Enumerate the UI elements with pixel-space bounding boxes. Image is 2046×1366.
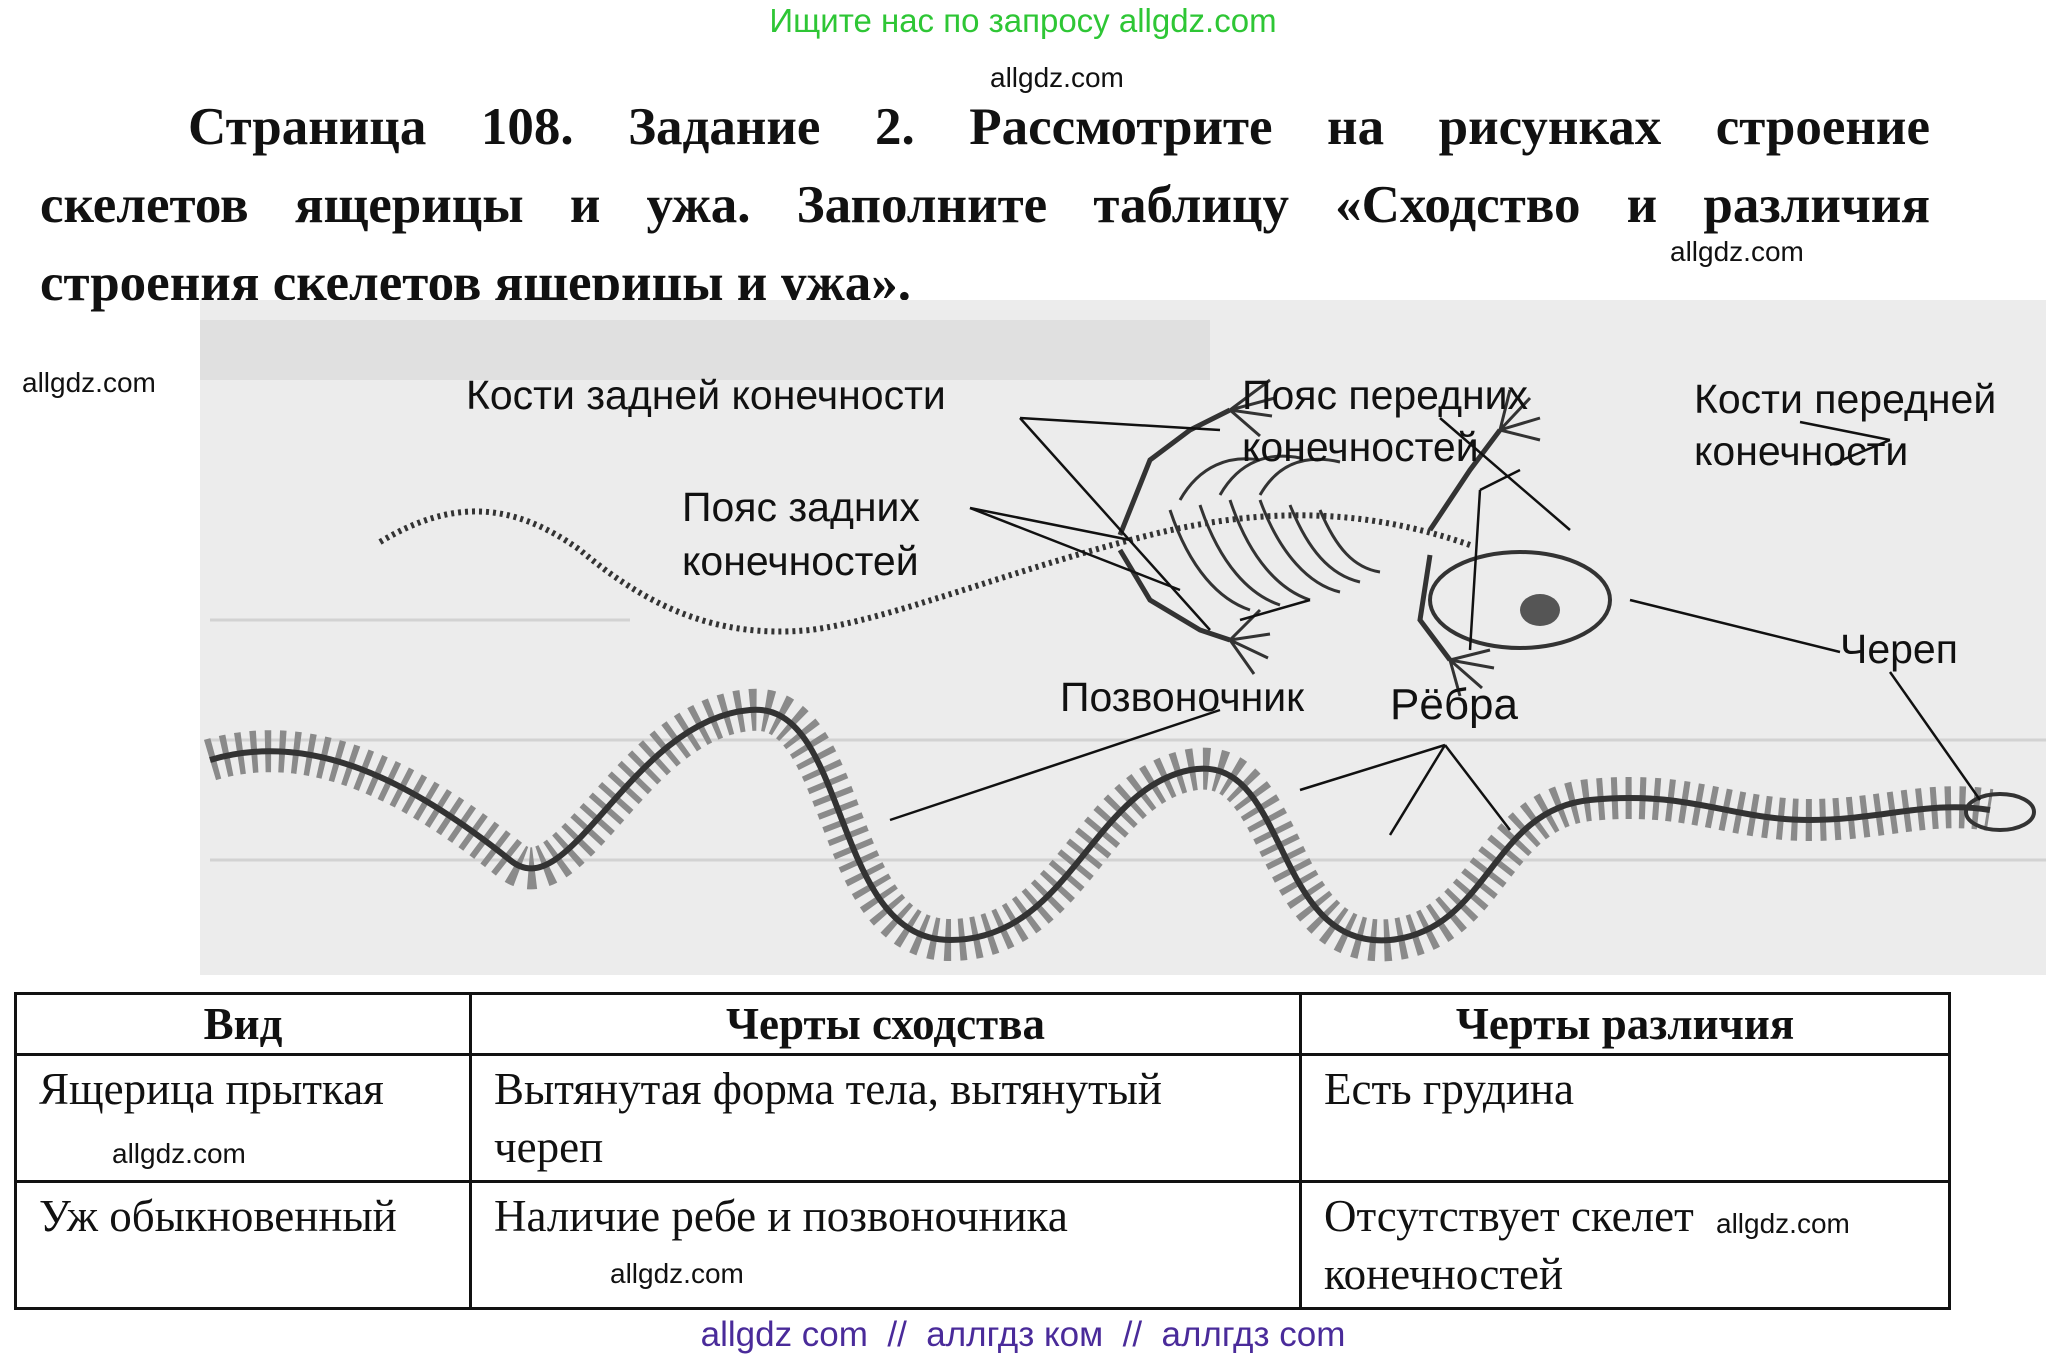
snake-skull bbox=[1964, 792, 2036, 832]
skeleton-illustration bbox=[200, 300, 2046, 975]
label-skull: Череп bbox=[1840, 626, 1958, 672]
leader-lines bbox=[889, 416, 1982, 836]
label-fore-limb-bones-line1: Кости передней bbox=[1694, 376, 1997, 422]
table-row: Ящерица прыткая Вытянутая форма тела, вы… bbox=[14, 1053, 1951, 1183]
footer-links[interactable]: allgdz com // аллгдз ком // аллгдз com bbox=[700, 1315, 1346, 1354]
header-differences: Черты различия bbox=[1299, 992, 1951, 1056]
watermark: allgdz.com bbox=[22, 367, 156, 398]
watermark: allgdz.com bbox=[1670, 236, 1804, 267]
title-line-1: Страница 108. Задание 2. Рассмотрите на … bbox=[188, 98, 1930, 156]
header-species: Вид bbox=[14, 992, 472, 1056]
scan-background bbox=[200, 300, 2046, 975]
lizard-skull bbox=[1428, 550, 1612, 650]
label-spine: Позвоночник bbox=[1060, 674, 1305, 720]
lizard-skeleton bbox=[378, 378, 1612, 697]
lizard-spine bbox=[378, 508, 1471, 635]
comparison-table: Вид Черты сходства Черты различия Ящериц… bbox=[14, 992, 1951, 1310]
watermark: allgdz.com bbox=[1716, 1208, 1850, 1239]
watermark: allgdz.com bbox=[990, 62, 1124, 93]
cell-differences: Отсутствует скелет конечностей bbox=[1299, 1180, 1951, 1310]
cell-species: Уж обыкновенный bbox=[14, 1180, 472, 1310]
label-fore-girdle-line1: Пояс передних bbox=[1242, 372, 1529, 418]
scan-background-band bbox=[200, 320, 1210, 380]
label-hind-girdle-line1: Пояс задних bbox=[682, 484, 920, 530]
title-line-2: скелетов ящерицы и ужа. Заполните таблиц… bbox=[40, 176, 1930, 234]
watermark: allgdz.com bbox=[610, 1258, 744, 1289]
snake-skeleton bbox=[203, 688, 2036, 962]
watermark: allgdz.com bbox=[112, 1138, 246, 1169]
label-fore-girdle-line2: конечностей bbox=[1242, 424, 1479, 470]
site-banner[interactable]: Ищите нас по запросу allgdz.com bbox=[769, 2, 1277, 39]
skeleton-figure: Кости задней конечности Пояс передних ко… bbox=[190, 300, 2046, 980]
header-similarities: Черты сходства bbox=[469, 992, 1302, 1056]
task-title: Страница 108. Задание 2. Рассмотрите на … bbox=[40, 88, 1930, 322]
snake-spine bbox=[209, 706, 1991, 944]
cell-differences: Есть грудина bbox=[1299, 1053, 1951, 1183]
cell-similarities: Вытянутая форма тела, вытянутый череп bbox=[469, 1053, 1302, 1183]
table-header-row: Вид Черты сходства Черты различия bbox=[14, 992, 1951, 1056]
table-row: Уж обыкновенный Наличие ребе и позвоночн… bbox=[14, 1180, 1951, 1310]
label-hind-girdle-line2: конечностей bbox=[682, 538, 919, 584]
label-ribs: Рёбра bbox=[1390, 680, 1518, 729]
label-fore-limb-bones-line2: конечности bbox=[1694, 428, 1909, 474]
cell-species: Ящерица прыткая bbox=[14, 1053, 472, 1183]
label-hind-limb-bones: Кости задней конечности bbox=[466, 372, 946, 418]
cell-similarities: Наличие ребе и позвоночника bbox=[469, 1180, 1302, 1310]
